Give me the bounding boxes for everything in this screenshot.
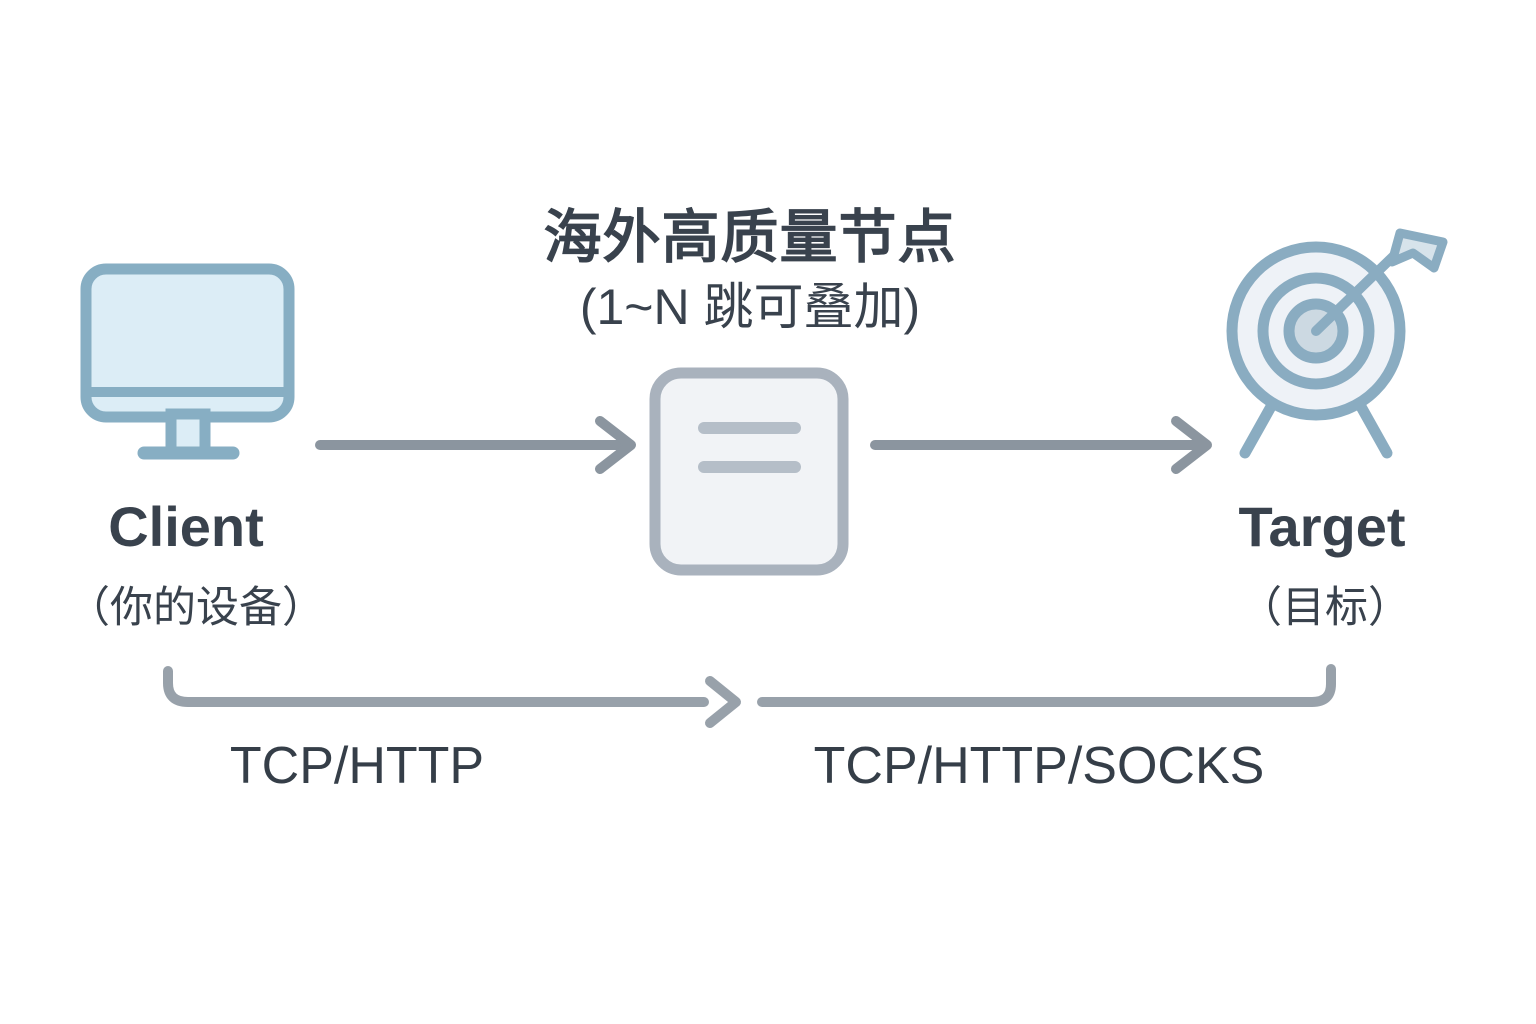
- connector-target-protocol: [757, 664, 1336, 707]
- relay-node-subtitle: (1~N 跳可叠加): [579, 279, 921, 335]
- monitor-icon: [80, 263, 295, 460]
- client-label: Client: [108, 495, 264, 558]
- connector-client-protocol: [163, 666, 741, 728]
- protocol-label-client-to-relay: TCP/HTTP: [229, 737, 485, 795]
- bullseye-arrow-icon: [1226, 228, 1448, 459]
- relay-node-title: 海外高质量节点: [543, 205, 957, 270]
- target-label: Target: [1238, 495, 1406, 558]
- target-sublabel: （目标）: [1239, 584, 1411, 632]
- arrow-relay-to-target: [870, 416, 1212, 474]
- client-sublabel: （你的设备）: [67, 584, 325, 632]
- arrow-client-to-relay: [315, 416, 636, 474]
- document-node-icon: [649, 367, 849, 576]
- protocol-label-relay-to-target: TCP/HTTP/SOCKS: [813, 737, 1265, 795]
